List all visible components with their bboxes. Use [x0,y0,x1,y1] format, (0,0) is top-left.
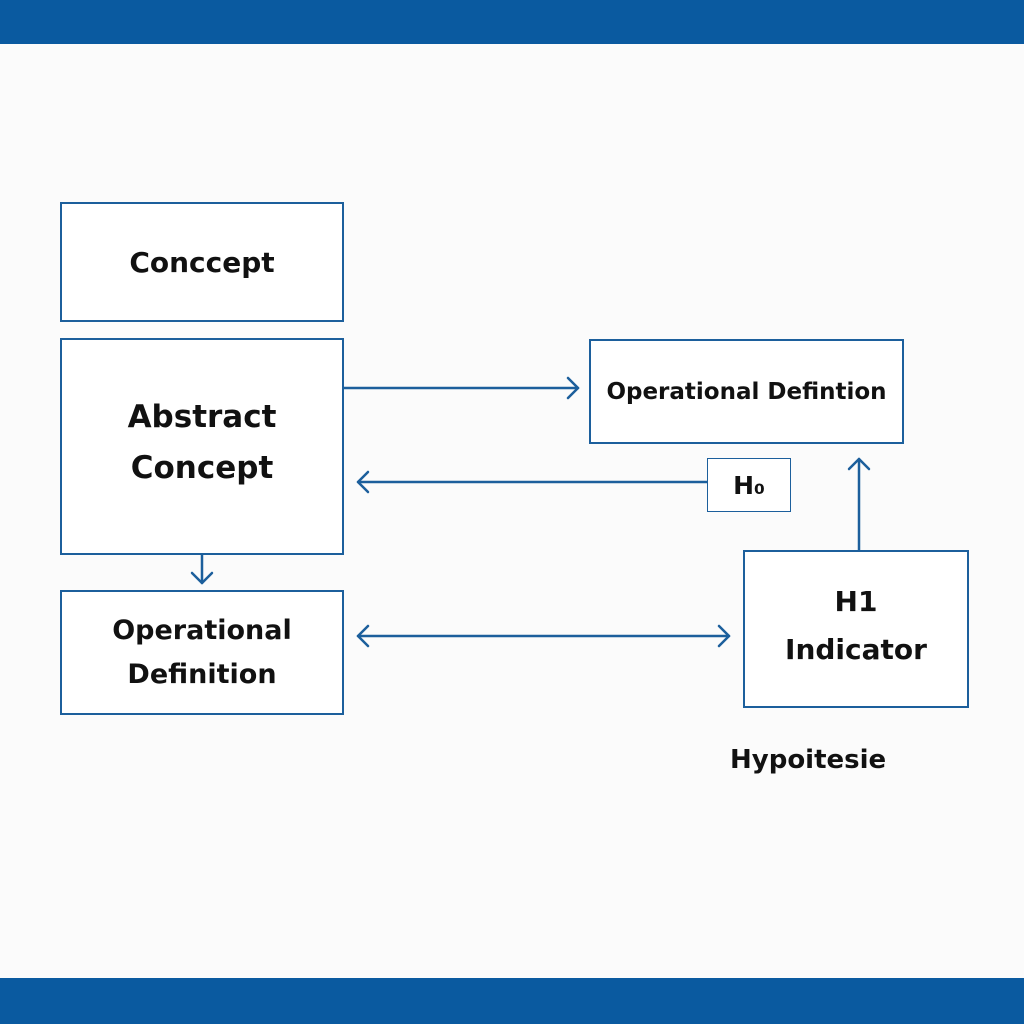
concept-box: Conccept [60,202,344,322]
operational-defintion-label: Operational Defintion [606,378,887,405]
arrowhead-icon [356,470,370,494]
arrowhead-icon [717,624,731,648]
bottom-banner [0,978,1024,1024]
edge-abstract-to-opdef_right [342,376,580,400]
h0-label: H₀ [733,470,765,500]
operational-definition-label-line2: Definition [127,658,277,690]
edge-h1-to-opdef_right [847,457,871,552]
arrowhead-icon [190,571,214,585]
abstract-concept-label-line2: Concept [130,449,274,486]
operational-defintion-box: Operational Defintion [589,339,904,444]
h1-indicator-box: H1 Indicator [743,550,969,708]
edge-opdef_left-to-h1 [356,624,731,648]
concept-label: Conccept [129,245,275,279]
indicator-label: Indicator [785,633,927,666]
abstract-concept-box: Abstract Concept [60,338,344,555]
h0-box: H₀ [707,458,791,512]
arrowhead-icon [356,624,370,648]
top-banner [0,0,1024,44]
arrowhead-icon [566,376,580,400]
edge-h0-to-abstract [356,470,709,494]
arrowhead-icon [847,457,871,471]
operational-definition-label-line1: Operational [112,614,292,646]
h1-label: H1 [834,585,878,618]
abstract-concept-label-line1: Abstract [127,398,277,435]
hypothesis-caption: Hypoitesie [730,745,887,775]
edge-abstract-to-opdef_left [190,553,214,585]
operational-definition-box: Operational Definition [60,590,344,715]
